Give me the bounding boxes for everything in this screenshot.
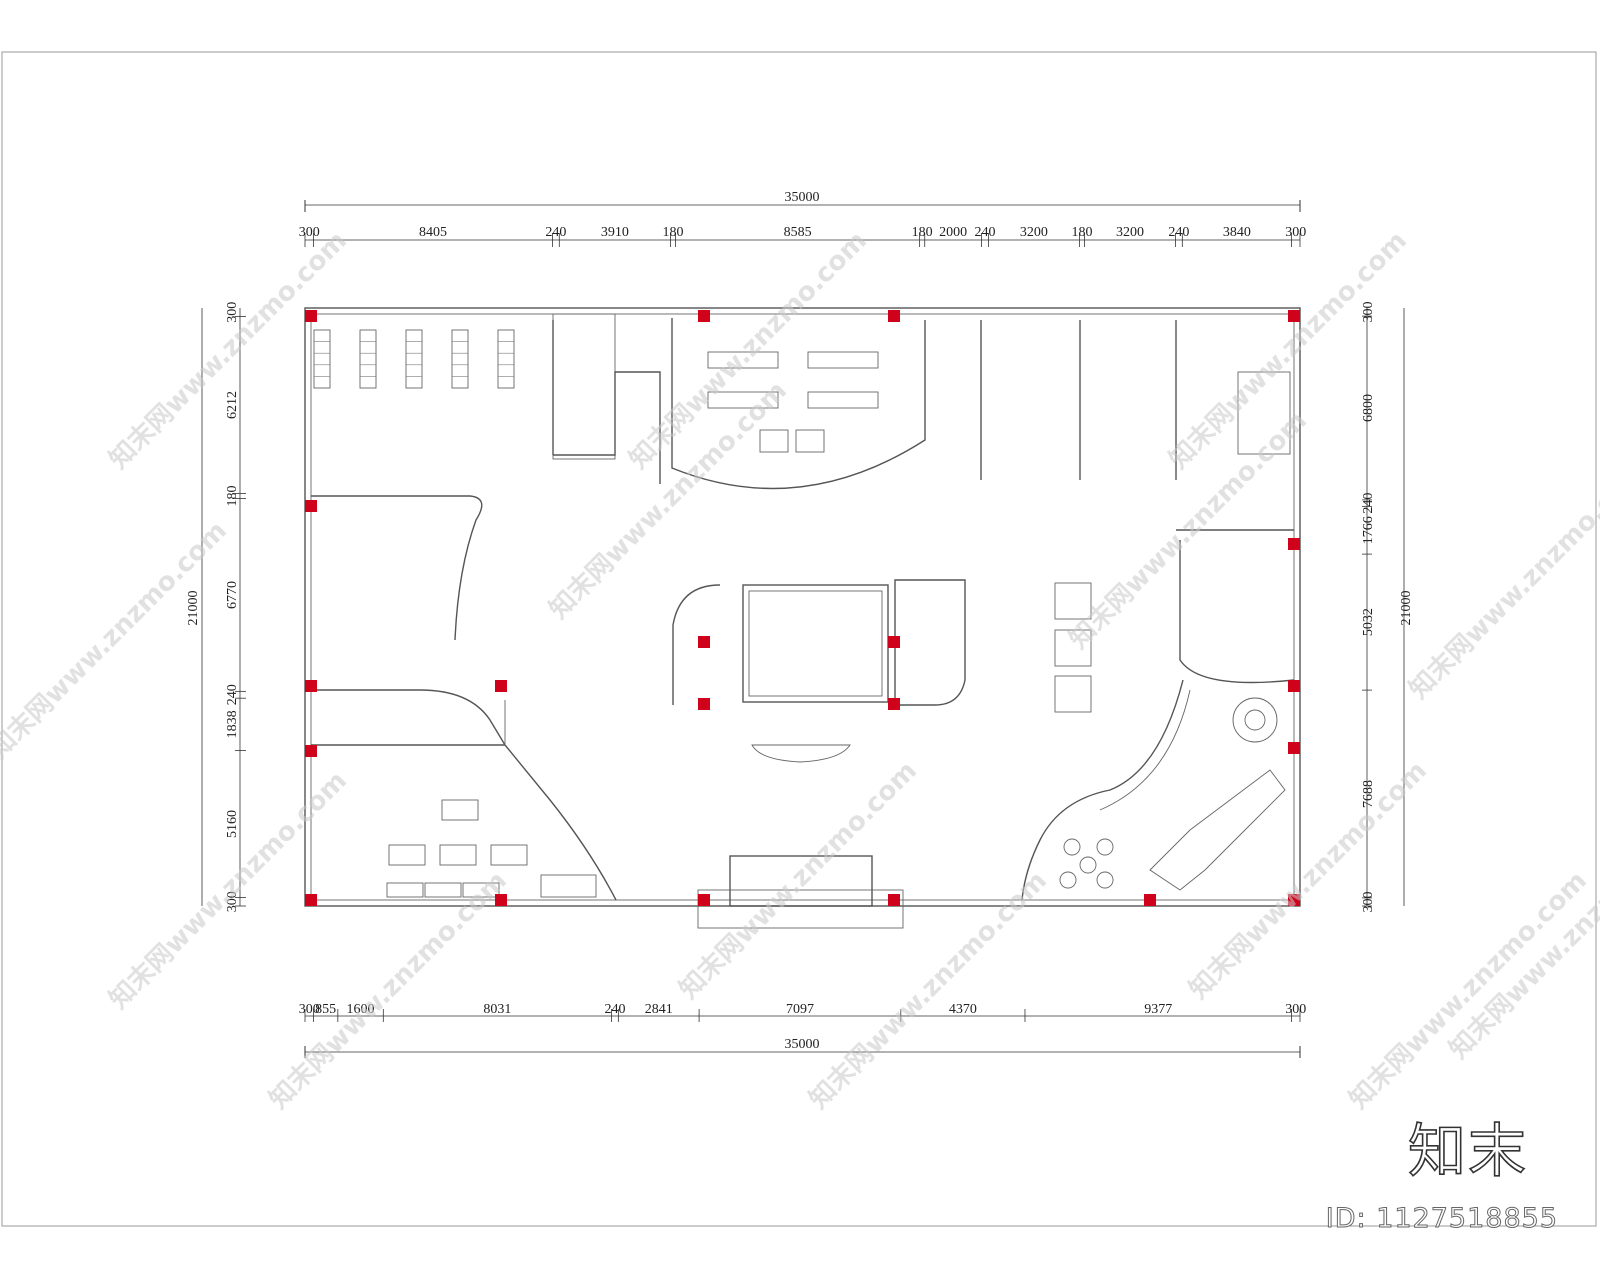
structural-columns xyxy=(305,310,1300,906)
watermark-text-11: 知末网www.znzmo.com xyxy=(264,866,513,1115)
top-segment-12: 240 xyxy=(1168,225,1189,240)
watermark-text-13: 知末网www.znzmo.com xyxy=(1344,866,1593,1115)
column-5 xyxy=(305,680,317,692)
watermark-text-0: 知末网www.znzmo.com xyxy=(104,226,353,475)
column-13 xyxy=(888,698,900,710)
watermark-text-6: 知末网www.znzmo.com xyxy=(1404,456,1600,705)
top-segment-14: 300 xyxy=(1285,225,1306,240)
left-segment-6: 5160 xyxy=(225,810,240,838)
storage-rack-4 xyxy=(497,329,515,389)
column-14 xyxy=(698,894,710,906)
top-segment-7: 2000 xyxy=(939,225,967,240)
watermark-text-7: 知末网www.znzmo.com xyxy=(104,766,353,1015)
watermark-text-12: 知末网www.znzmo.com xyxy=(804,866,1053,1115)
right-segment-0: 300 xyxy=(1361,302,1376,323)
right-segment-1: 6800 xyxy=(1361,394,1376,422)
column-15 xyxy=(888,894,900,906)
top-segment-3: 3910 xyxy=(601,225,629,240)
watermark-text-8: 知末网www.znzmo.com xyxy=(674,756,923,1005)
storage-racks xyxy=(313,329,515,389)
bottom-segment-6: 7097 xyxy=(786,1002,814,1017)
central-counter xyxy=(672,579,966,763)
bottom-dimension-line: 35000 xyxy=(304,1015,1301,1058)
meeting-tables xyxy=(386,351,1092,898)
left-segment-3: 6770 xyxy=(225,581,240,609)
left-dimension-line: 21000 xyxy=(186,308,241,906)
top-segment-dimensions: 300 8405 240 3910 180 8585 180 2000 240 3200 180 32… xyxy=(299,225,1306,247)
right-segment-dimensions: 300 6800 240 1766 5032 7688 300 xyxy=(1361,302,1376,913)
column-20 xyxy=(1288,742,1300,754)
top-total-dimension: 35000 xyxy=(785,190,820,205)
bottom-segment-0: 300 xyxy=(299,1002,320,1017)
left-segment-dimensions: 300 6212 180 6770 240 1838 5160 300 xyxy=(225,302,246,912)
column-19 xyxy=(1288,680,1300,692)
column-18 xyxy=(1288,538,1300,550)
main-entrance xyxy=(697,855,904,929)
column-10 xyxy=(698,636,710,648)
bottom-segment-7: 4370 xyxy=(949,1002,977,1017)
top-segment-0: 300 xyxy=(299,225,320,240)
column-0 xyxy=(305,310,317,322)
top-segment-13: 3840 xyxy=(1223,225,1251,240)
interior-walls xyxy=(311,313,1295,901)
bottom-segment-2: 1600 xyxy=(347,1002,375,1017)
column-3 xyxy=(1288,310,1300,322)
column-2 xyxy=(888,310,900,322)
column-4 xyxy=(305,500,317,512)
left-segment-2: 180 xyxy=(225,485,240,506)
storage-rack-1 xyxy=(359,329,377,389)
sheet-border xyxy=(1,51,1597,1227)
column-9 xyxy=(495,894,507,906)
right-dimension-line: 21000 xyxy=(1366,308,1414,906)
storage-rack-3 xyxy=(451,329,469,389)
left-segment-0: 300 xyxy=(225,302,240,323)
right-total-dimension: 21000 xyxy=(1399,591,1414,626)
column-17 xyxy=(1288,894,1300,906)
column-8 xyxy=(495,680,507,692)
bottom-segment-8: 9377 xyxy=(1144,1002,1172,1017)
bottom-total-dimension: 35000 xyxy=(785,1037,820,1052)
watermark-text-3: 知末网www.znzmo.com xyxy=(0,516,233,765)
column-1 xyxy=(698,310,710,322)
column-11 xyxy=(888,636,900,648)
right-segment-4: 5032 xyxy=(1361,608,1376,636)
storage-rack-0 xyxy=(313,329,331,389)
left-total-dimension: 21000 xyxy=(186,591,201,626)
image-id-label: ID: 1127518855 xyxy=(1325,1203,1558,1235)
top-segment-2: 240 xyxy=(545,225,566,240)
right-segment-3: 1766 xyxy=(1361,516,1376,544)
top-segment-10: 180 xyxy=(1071,225,1092,240)
left-segment-5: 1838 xyxy=(225,710,240,738)
right-segment-5: 7688 xyxy=(1361,780,1376,808)
bottom-segment-1: 855 xyxy=(315,1002,336,1017)
outer-walls xyxy=(304,307,1301,907)
brand-logo-text: 知末 xyxy=(1407,1116,1528,1186)
storage-rack-2 xyxy=(405,329,423,389)
top-segment-6: 180 xyxy=(912,225,933,240)
top-segment-5: 8585 xyxy=(784,225,812,240)
top-segment-4: 180 xyxy=(663,225,684,240)
left-segment-1: 6212 xyxy=(225,391,240,419)
column-12 xyxy=(698,698,710,710)
left-segment-7: 300 xyxy=(225,891,240,912)
bottom-segment-3: 8031 xyxy=(483,1002,511,1017)
top-segment-11: 3200 xyxy=(1116,225,1144,240)
column-6 xyxy=(305,745,317,757)
column-16 xyxy=(1144,894,1156,906)
watermark-text-9: 知末网www.znzmo.com xyxy=(1184,756,1433,1005)
left-segment-4: 240 xyxy=(225,684,240,705)
top-segment-9: 3200 xyxy=(1020,225,1048,240)
column-7 xyxy=(305,894,317,906)
bottom-segment-9: 300 xyxy=(1285,1002,1306,1017)
right-segment-6: 300 xyxy=(1361,891,1376,912)
play-area-furniture xyxy=(1059,697,1286,891)
top-dimension-line: 35000 xyxy=(304,190,1301,241)
bottom-segment-5: 2841 xyxy=(645,1002,673,1017)
top-segment-8: 240 xyxy=(975,225,996,240)
top-segment-1: 8405 xyxy=(419,225,447,240)
bottom-segment-4: 240 xyxy=(604,1002,625,1017)
right-segment-2: 240 xyxy=(1361,493,1376,514)
